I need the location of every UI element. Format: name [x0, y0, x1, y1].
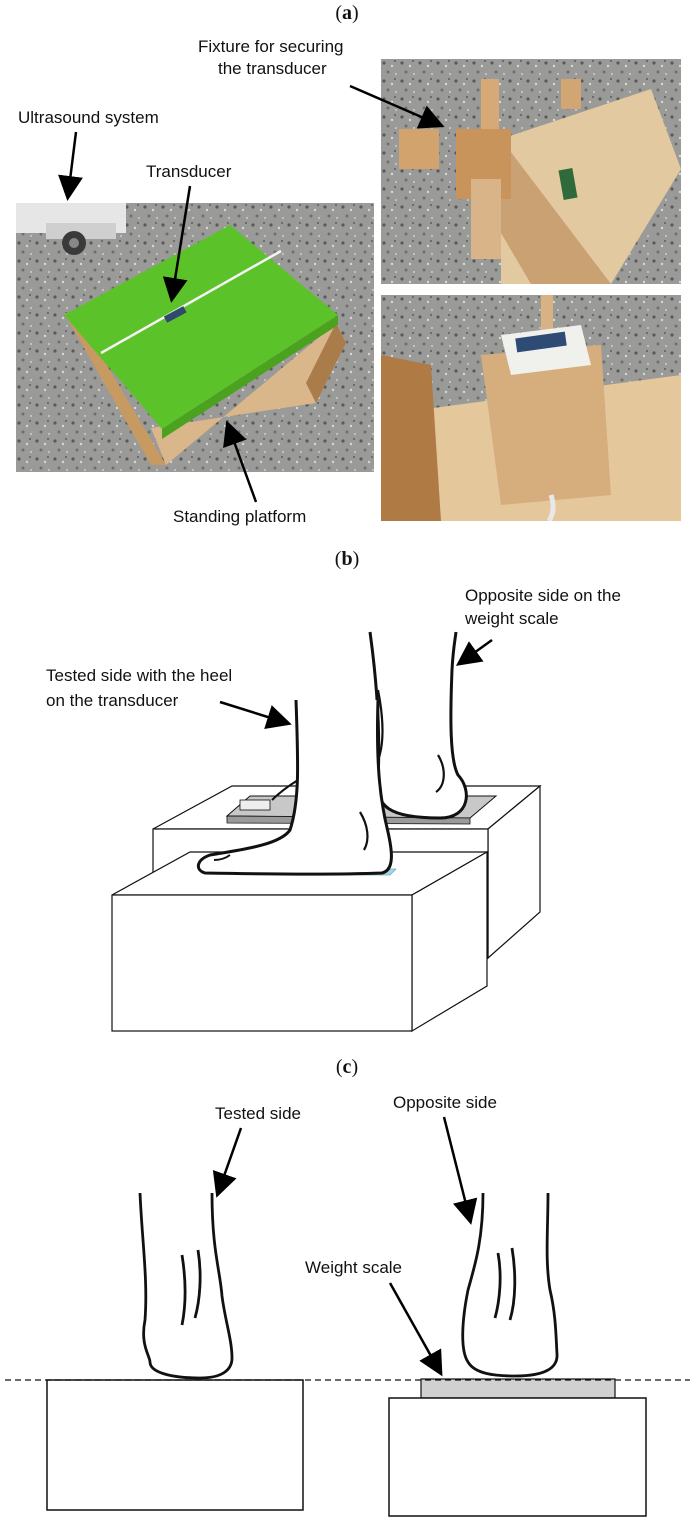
opposite-scale-label-line-2: weight scale — [465, 609, 559, 628]
right-weight-scale — [420, 1378, 616, 1399]
opposite-scale-label-line-1: Opposite side on the — [465, 586, 621, 605]
front-box — [111, 850, 490, 1033]
opposite-scale-arrow — [455, 638, 493, 666]
ultrasound-arrow — [58, 131, 83, 201]
opposite-foot-b — [368, 631, 468, 820]
opposite-side-label: Opposite side — [393, 1093, 497, 1112]
fixture-photo-drawing — [381, 59, 681, 284]
back-box — [152, 784, 542, 960]
photo-fixture — [381, 59, 681, 284]
panel-c-letter: c — [342, 1056, 352, 1078]
opposite-side-arrow — [442, 1116, 478, 1225]
transducer-label: Transducer — [146, 162, 232, 181]
tested-heel-label-line-2: on the transducer — [46, 691, 179, 710]
panel-b-label: (b) — [334, 548, 360, 570]
opposite-foot-c — [461, 1192, 559, 1378]
panel-a-letter: a — [342, 2, 352, 24]
transducer-b — [313, 868, 397, 876]
panel-c-label: (c) — [335, 1056, 359, 1078]
weight-scale-b — [225, 795, 498, 825]
tested-heel-arrow — [219, 700, 292, 729]
right-box — [388, 1397, 647, 1517]
panel-a-label: (a) — [335, 2, 359, 24]
tested-heel-label-line-1: Tested side with the heel — [46, 666, 233, 685]
left-box — [46, 1379, 304, 1511]
transducer-photo-drawing — [381, 295, 681, 521]
fixture-label-line-2: the transducer — [218, 59, 327, 78]
platform-photo-drawing — [16, 203, 374, 472]
weight-scale-arrow — [388, 1282, 443, 1377]
tested-side-arrow — [212, 1127, 243, 1198]
panel-b-letter: b — [341, 548, 353, 570]
weight-scale-label: Weight scale — [305, 1258, 403, 1277]
photo-standing-platform — [16, 203, 374, 472]
tested-foot-c — [138, 1192, 234, 1380]
standing-platform-label: Standing platform — [173, 507, 307, 526]
photo-transducer-fixture — [381, 295, 681, 521]
fixture-label-line-1: Fixture for securing — [198, 37, 344, 56]
ultrasound-system-label: Ultrasound system — [18, 108, 159, 127]
tested-side-label: Tested side — [215, 1104, 301, 1123]
tested-foot-b — [196, 699, 393, 876]
